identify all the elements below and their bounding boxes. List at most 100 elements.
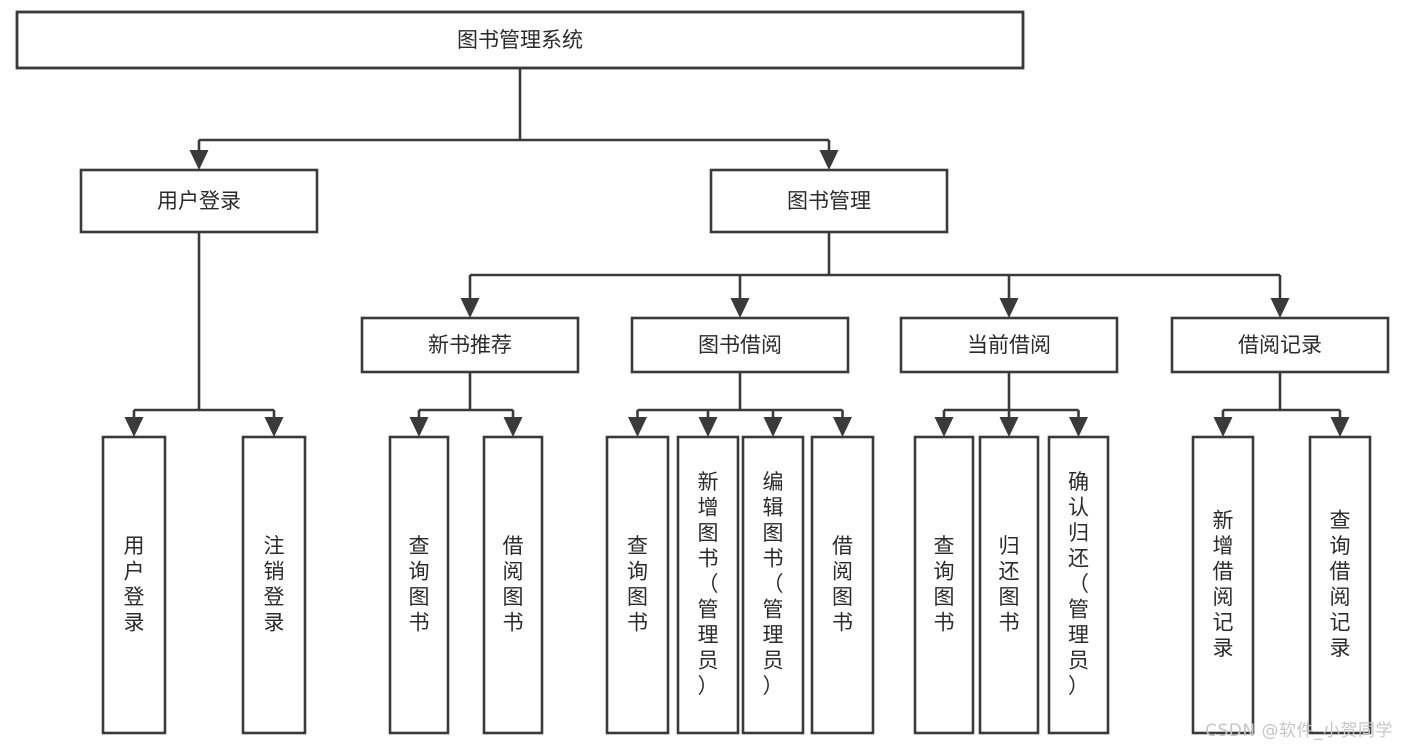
edges-from-book-manage: [460, 232, 1290, 318]
node-label-char: 查: [1330, 508, 1351, 532]
node-box-leaf-bb-query: [605, 435, 670, 735]
node-label-char: 销: [264, 559, 285, 583]
edges-from-current-borrow: [934, 372, 1088, 437]
node-label-char: 登: [124, 585, 145, 609]
node-label-char: 归: [1068, 521, 1089, 545]
node-label-char: （: [763, 572, 784, 596]
node-box-leaf-rec-borrow: [482, 435, 544, 735]
node-label-char: 员: [1068, 649, 1089, 673]
node-label-char: 书: [999, 610, 1020, 634]
node-label-char: 借: [832, 534, 853, 558]
edges-from-borrow-record: [1213, 372, 1350, 437]
node-label-root: 图书管理系统: [457, 28, 583, 52]
node-box-book-manage: [709, 168, 949, 234]
node-label-char: 图: [999, 585, 1020, 609]
node-label-char: 登: [264, 585, 285, 609]
node-leaf-user-login[interactable]: 用户登录: [101, 435, 167, 735]
node-label-char: 录: [124, 610, 145, 634]
edge-arrowhead: [819, 150, 839, 170]
node-user-login[interactable]: 用户登录: [79, 168, 319, 234]
edge-arrowhead: [189, 150, 209, 170]
node-label-char: 归: [999, 534, 1020, 558]
node-box-leaf-logout: [241, 435, 307, 735]
node-label-char: 借: [1330, 559, 1351, 583]
edges-from-root: [189, 68, 839, 170]
node-label-char: 理: [698, 623, 719, 647]
node-label-char: 阅: [832, 559, 853, 583]
node-current-borrow[interactable]: 当前借阅: [899, 316, 1119, 374]
node-label-char: 录: [1330, 636, 1351, 660]
node-label-char: 图: [698, 521, 719, 545]
edges-from-new-book-rec: [409, 372, 523, 437]
node-box-current-borrow: [899, 316, 1119, 374]
node-label-char: 录: [1213, 636, 1234, 660]
edge-arrowhead: [460, 298, 480, 318]
edge-arrowhead: [934, 417, 954, 437]
node-label-char: 户: [124, 559, 145, 583]
node-box-leaf-cb-return: [978, 435, 1040, 735]
node-box-leaf-bb-add: [676, 435, 740, 735]
node-label-char: 还: [999, 559, 1020, 583]
node-label-char: 辑: [763, 496, 784, 520]
node-label-char: 图: [832, 585, 853, 609]
edge-arrowhead: [264, 417, 284, 437]
node-label-char: ）: [698, 674, 719, 698]
node-label-char: 阅: [1330, 585, 1351, 609]
node-book-borrow[interactable]: 图书借阅: [630, 316, 850, 374]
node-box-leaf-bb-edit: [741, 435, 805, 735]
node-label-char: ）: [1068, 674, 1089, 698]
node-label-new-book-rec: 新书推荐: [428, 333, 512, 357]
edge-arrowhead: [763, 417, 783, 437]
node-label-char: 员: [763, 649, 784, 673]
node-label-char: 注: [264, 534, 285, 558]
node-label-char: 管: [763, 598, 784, 622]
node-label-char: 查: [627, 534, 648, 558]
edge-arrowhead: [124, 417, 144, 437]
node-root[interactable]: 图书管理系统: [15, 10, 1025, 70]
node-box-leaf-cb-query: [913, 435, 975, 735]
node-label-char: 增: [698, 496, 719, 520]
node-book-manage[interactable]: 图书管理: [709, 168, 949, 234]
edge-arrowhead: [730, 298, 750, 318]
node-label-char: ）: [763, 674, 784, 698]
node-label-char: 图: [934, 585, 955, 609]
node-label-char: 图: [503, 585, 524, 609]
node-box-borrow-record: [1170, 316, 1390, 374]
edge-arrowhead: [503, 417, 523, 437]
node-label-char: 书: [763, 547, 784, 571]
node-label-char: 理: [1068, 623, 1089, 647]
edge-arrowhead: [1213, 417, 1233, 437]
node-label-char: 管: [1068, 598, 1089, 622]
edge-arrowhead: [409, 417, 429, 437]
node-label-char: 询: [627, 559, 648, 583]
node-label-char: 询: [409, 559, 430, 583]
connector-layer: [124, 68, 1350, 437]
node-layer: 图书管理系统用户登录图书管理新书推荐图书借阅当前借阅借阅记录用户登录注销登录查询…: [15, 10, 1390, 735]
node-label-char: 认: [1068, 496, 1089, 520]
node-new-book-rec[interactable]: 新书推荐: [360, 316, 580, 374]
node-box-leaf-cb-confirm: [1047, 435, 1110, 735]
node-label-char: 阅: [1213, 585, 1234, 609]
node-borrow-record[interactable]: 借阅记录: [1170, 316, 1390, 374]
node-label-char: 理: [763, 623, 784, 647]
node-box-new-book-rec: [360, 316, 580, 374]
node-label-char: 书: [934, 610, 955, 634]
node-box-user-login: [79, 168, 319, 234]
node-label-char: 阅: [503, 559, 524, 583]
node-box-leaf-bb-borrow: [810, 435, 875, 735]
node-label-char: 录: [264, 610, 285, 634]
edges-from-user-login: [124, 232, 284, 437]
